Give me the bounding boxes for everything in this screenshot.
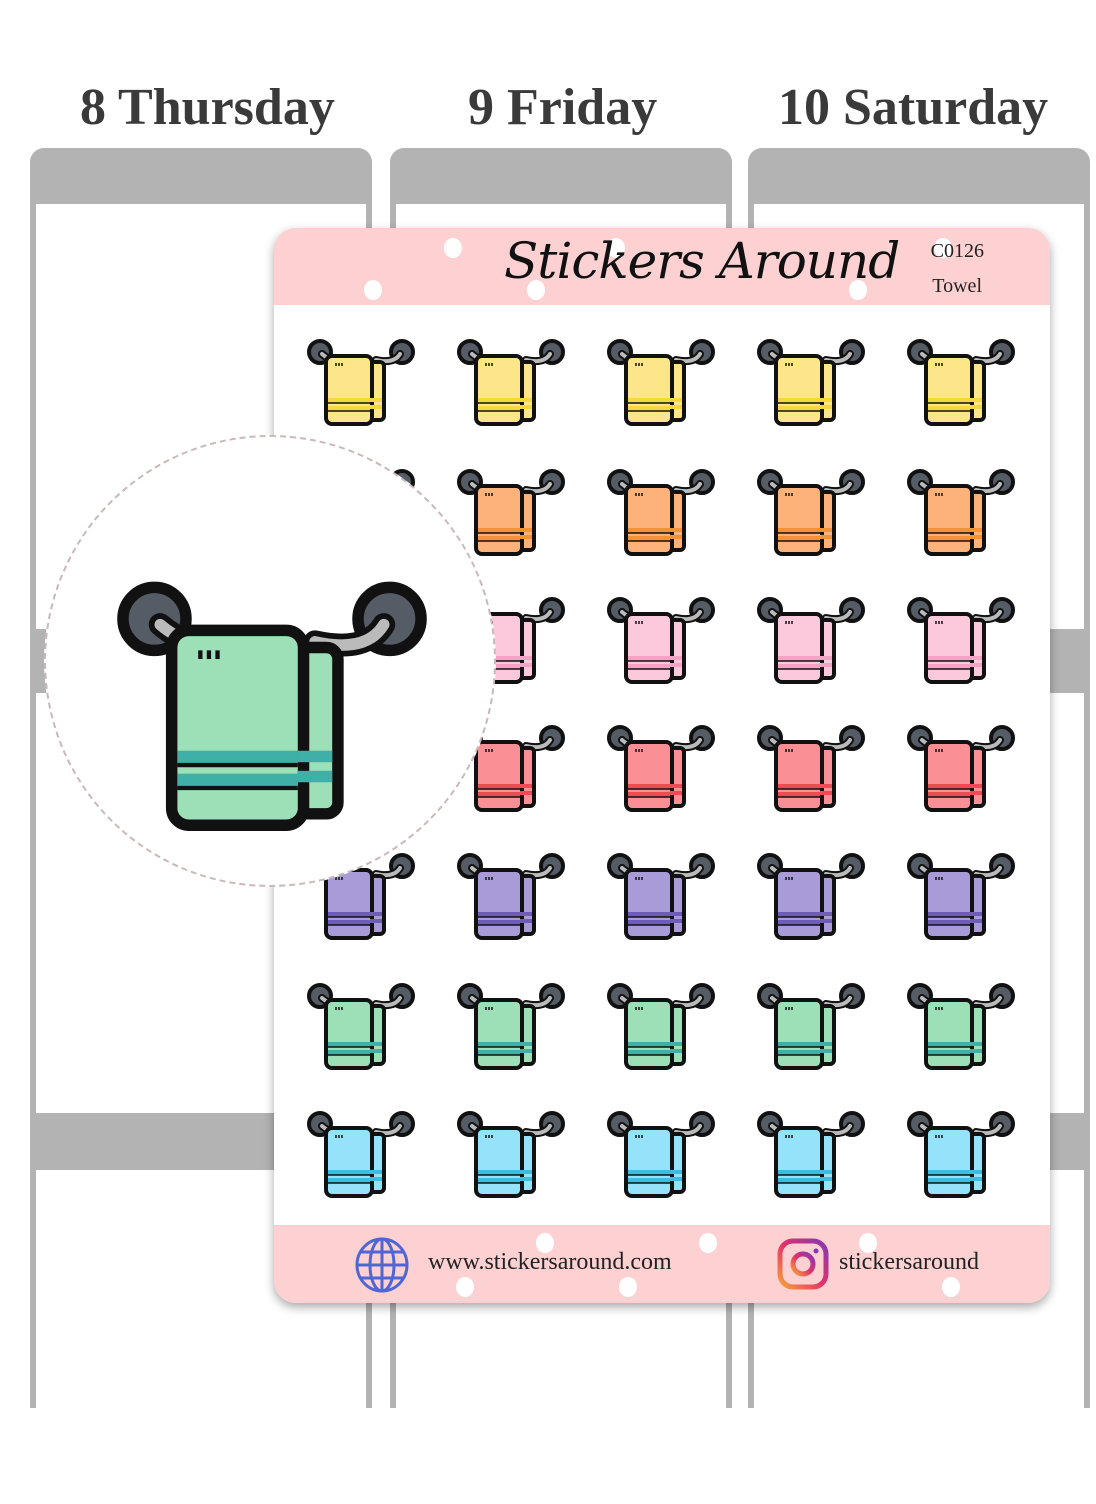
globe-icon (355, 1237, 409, 1293)
product-code: C0126 (930, 240, 984, 262)
towel-sticker-pink (606, 594, 716, 684)
towel-sticker-yellow (756, 336, 866, 426)
towel-sticker-blue (306, 1108, 416, 1198)
instagram-icon (777, 1238, 829, 1290)
brand-logo: Stickers Around (504, 232, 900, 290)
towel-sticker-red (906, 722, 1016, 812)
towel-sticker-yellow (606, 336, 716, 426)
day-header-thursday: 8 Thursday (80, 79, 335, 136)
magnified-sticker-preview (44, 435, 496, 887)
instagram-handle[interactable]: stickersaround (839, 1249, 979, 1275)
towel-sticker-green (456, 980, 566, 1070)
towel-sticker-blue (756, 1108, 866, 1198)
towel-sticker-red (606, 722, 716, 812)
sheet-header: Stickers Around C0126 Towel (274, 228, 1050, 305)
towel-sticker-green (906, 980, 1016, 1070)
towel-sticker-yellow (456, 336, 566, 426)
website-link[interactable]: www.stickersaround.com (428, 1249, 672, 1275)
towel-sticker-yellow (906, 336, 1016, 426)
towel-sticker-blue (456, 1108, 566, 1198)
towel-sticker-pink (906, 594, 1016, 684)
towel-sticker-yellow (306, 336, 416, 426)
towel-sticker-purple (756, 850, 866, 940)
day-header-friday: 9 Friday (468, 79, 658, 136)
towel-sticker-purple (606, 850, 716, 940)
towel-sticker-blue (906, 1108, 1016, 1198)
towel-sticker-purple (456, 850, 566, 940)
towel-sticker-orange (756, 466, 866, 556)
towel-sticker-large (114, 573, 430, 831)
towel-sticker-purple (906, 850, 1016, 940)
towel-sticker-green (306, 980, 416, 1070)
towel-sticker-orange (906, 466, 1016, 556)
towel-sticker-green (756, 980, 866, 1070)
towel-sticker-orange (606, 466, 716, 556)
towel-sticker-orange (456, 466, 566, 556)
towel-sticker-green (606, 980, 716, 1070)
day-header-saturday: 10 Saturday (778, 79, 1049, 136)
sheet-footer: www.stickersaround.com stickersaround (274, 1225, 1050, 1303)
towel-sticker-red (756, 722, 866, 812)
towel-sticker-pink (756, 594, 866, 684)
towel-sticker-blue (606, 1108, 716, 1198)
product-name: Towel (932, 275, 982, 297)
